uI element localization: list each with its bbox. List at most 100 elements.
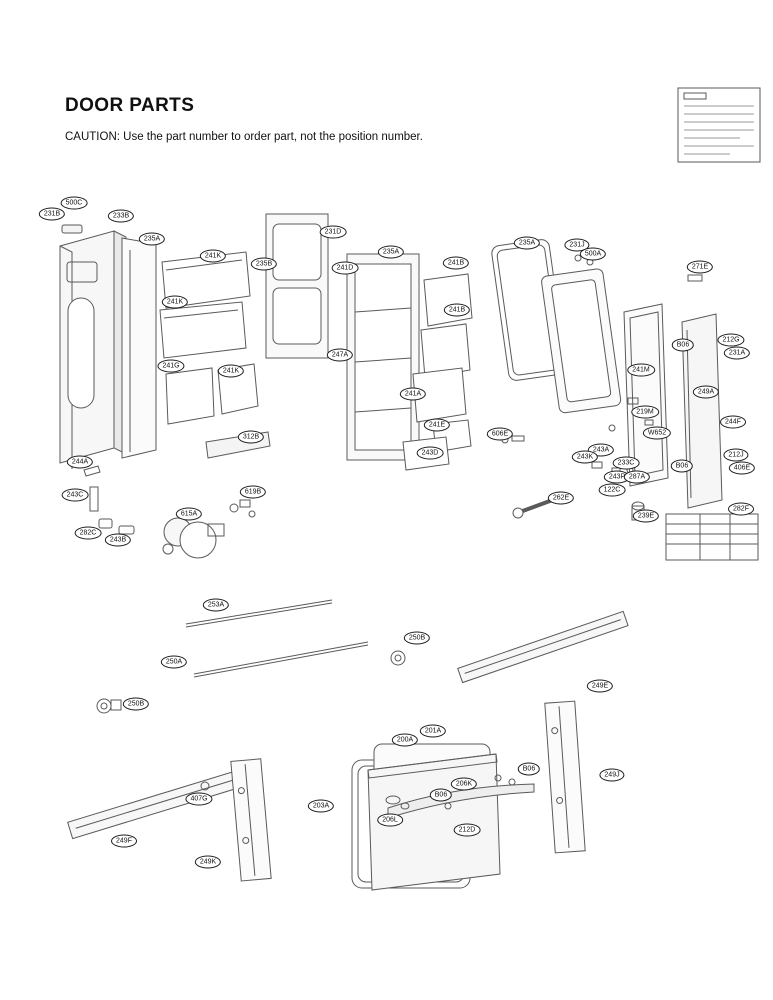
part-callout: 619B [239, 485, 267, 499]
part-callout: 249F [111, 834, 137, 848]
part-callout: 239E [632, 509, 660, 523]
part-callout: 250B [403, 631, 431, 645]
drawer-front-top-edge [367, 753, 498, 779]
part-callout: 243B [104, 533, 132, 547]
liner-shelf-3 [354, 407, 412, 413]
part-callout: 212J [723, 448, 749, 462]
rail-249e [457, 610, 629, 684]
part-callout: 244F [720, 415, 746, 429]
part-callout: 231B [38, 207, 66, 221]
part-callout: 241M [627, 363, 655, 377]
part-callout: 312B [237, 430, 265, 444]
page-title: DOOR PARTS [65, 95, 195, 116]
part-callout: 500A [579, 247, 607, 261]
part-callout: 241K [199, 249, 227, 263]
part-callout: 287A [623, 470, 651, 484]
hinge-pin-a [574, 254, 582, 262]
part-callout: 282C [74, 526, 102, 540]
part-callout: 206L [377, 813, 403, 827]
part-callout: W652 [642, 426, 672, 440]
part-callout: 247A [326, 348, 354, 362]
part-callout: 233C [612, 456, 640, 470]
bracket-243c [89, 486, 99, 512]
liner-shelf-1 [354, 307, 412, 313]
small-part-619b-c [248, 510, 256, 518]
handle-cap-small [400, 802, 410, 810]
spec-label-logo [683, 92, 707, 100]
center-panel-a-pocket-1 [272, 223, 322, 281]
part-callout: 241D [331, 261, 359, 275]
washer-w652 [644, 419, 654, 426]
part-callout: 243P [603, 470, 631, 484]
liner-shelf-2 [354, 357, 412, 363]
part-callout: 241A [399, 387, 427, 401]
part-callout: 235A [513, 236, 541, 250]
slide-rod-253a [185, 599, 333, 625]
part-callout: 235A [377, 245, 405, 259]
motor-housing [179, 521, 217, 559]
part-callout: 243K [571, 450, 599, 464]
part-callout: 241B [442, 256, 470, 270]
part-callout: 219M [631, 405, 659, 419]
hardware-chart [665, 513, 759, 561]
center-panel-a-pocket-2 [272, 287, 322, 345]
door-bin-2-lip [163, 309, 239, 319]
clip-219m [627, 397, 639, 405]
part-callout: B06 [517, 762, 541, 776]
dispenser-recess [67, 297, 95, 409]
small-part-619b-b [239, 499, 251, 508]
part-callout: 406E [728, 461, 756, 475]
part-callout: 407G [185, 792, 213, 806]
bracket-249k [230, 758, 272, 882]
part-callout: 241E [423, 418, 451, 432]
center-door-liner-inner [354, 263, 412, 451]
center-bin-2 [420, 323, 471, 379]
part-callout: 250A [160, 655, 188, 669]
part-callout: 241B [443, 303, 471, 317]
part-callout: 244A [66, 455, 94, 469]
cap-282c [98, 518, 113, 529]
part-callout: 249K [194, 855, 222, 869]
motor-bracket [207, 523, 225, 537]
cap-243a [591, 461, 603, 469]
screw-b06-b [494, 774, 502, 782]
gear-bracket-left [110, 699, 122, 711]
part-callout: 201A [419, 724, 447, 738]
part-callout: 615A [175, 507, 203, 521]
part-callout: 243C [61, 488, 89, 502]
gear-250b-right-hub [394, 654, 402, 662]
part-callout: 606E [486, 427, 514, 441]
part-callout: B06 [671, 338, 695, 352]
part-callout: 203A [307, 799, 335, 813]
part-callout: B06 [670, 459, 694, 473]
spec-label-sticker [677, 87, 761, 163]
handle-cap-206l [385, 795, 401, 805]
center-bin-3 [412, 367, 467, 423]
part-callout: 253A [202, 598, 230, 612]
part-callout: 249A [692, 385, 720, 399]
part-callout: 282F [728, 502, 754, 516]
gear-250b-left-hub [100, 702, 108, 710]
slide-rod-253a-b [185, 602, 333, 628]
glass-panel-inner [629, 311, 664, 477]
door-bin-1-lip [165, 259, 243, 271]
part-callout: 500C [60, 196, 88, 210]
bracket-244a [83, 465, 101, 477]
motor-cap [162, 543, 174, 555]
wrench-open-end [512, 507, 524, 519]
door-panel-241g [165, 367, 215, 425]
screw-407g [200, 781, 210, 791]
bracket-249j [544, 700, 586, 854]
slide-rod-250a-b [193, 644, 369, 678]
dispenser-panel [66, 261, 98, 283]
part-callout: 271E [686, 260, 714, 274]
screw-b06-a [444, 802, 452, 810]
hinge-clip-271e [687, 274, 703, 282]
part-callout: 235A [138, 232, 166, 246]
outer-door-panel [681, 313, 723, 509]
part-callout: 212D [453, 823, 481, 837]
gear-250b-right [390, 650, 406, 666]
slide-rod-250a [193, 641, 369, 675]
